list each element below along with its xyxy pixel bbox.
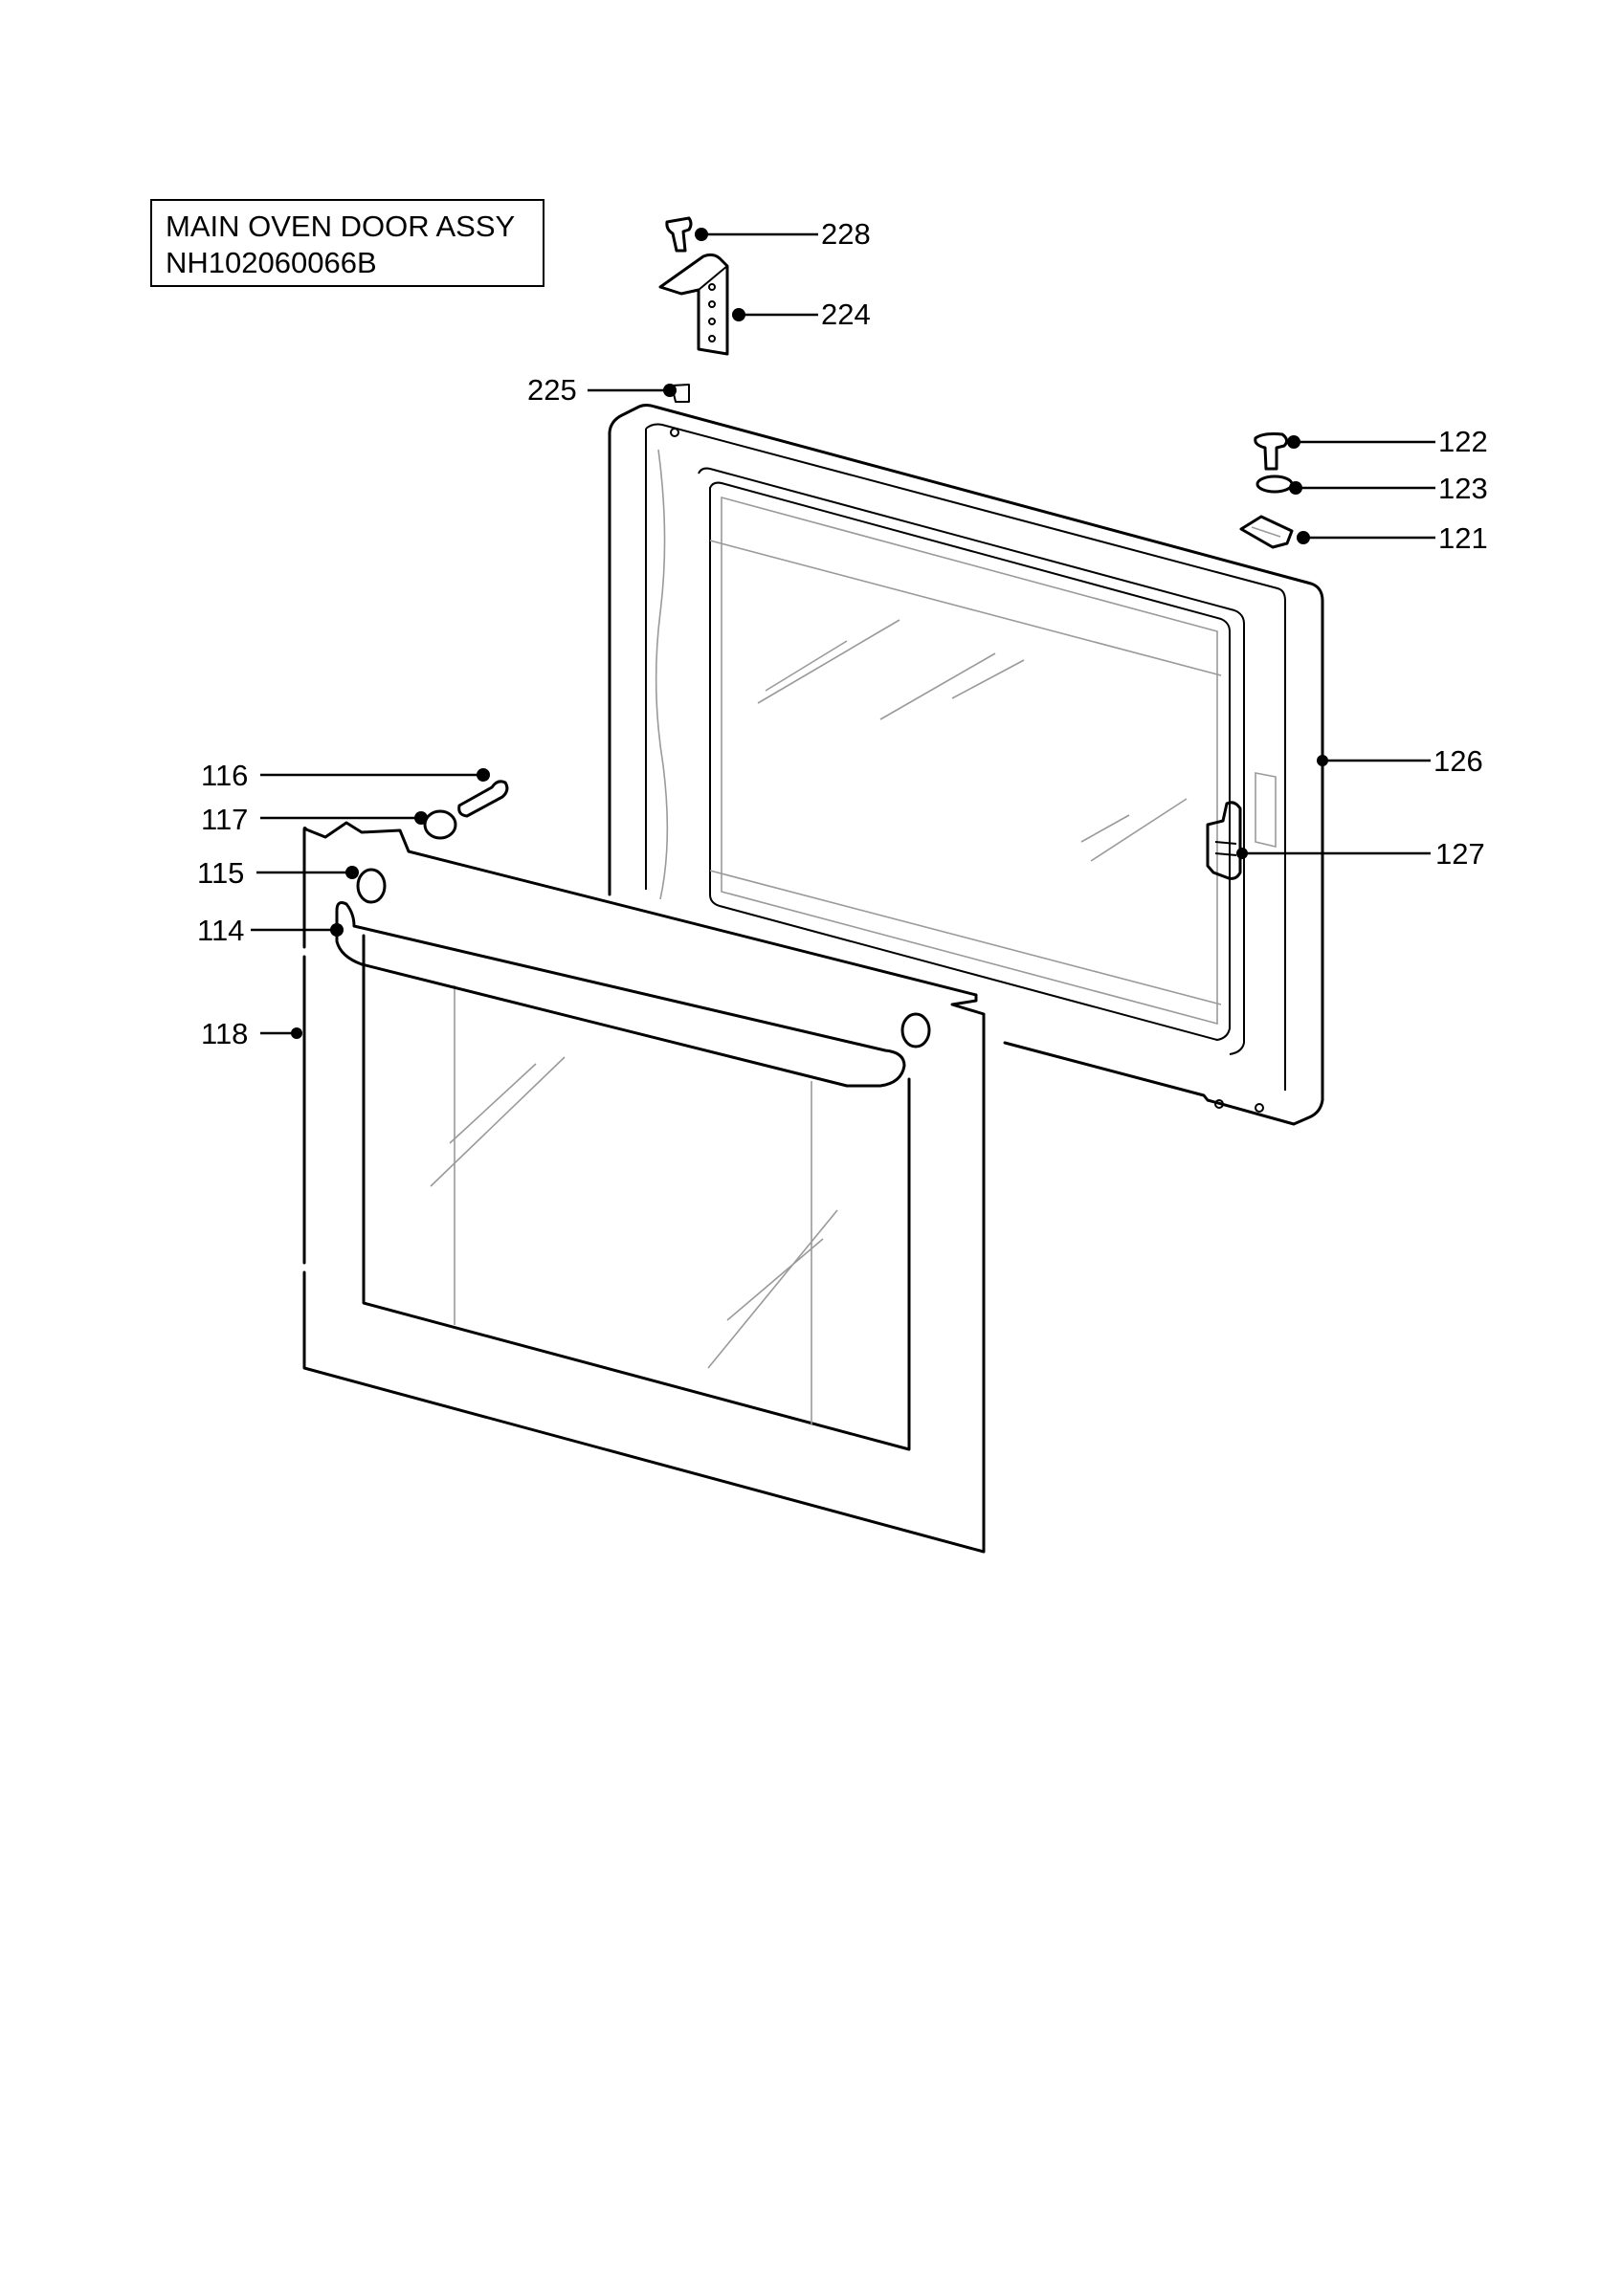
assembly-name: MAIN OVEN DOOR ASSY (166, 210, 516, 243)
hinge-bracket (658, 253, 729, 356)
callout-123: 123 (1438, 472, 1488, 505)
inner-door-panel (608, 404, 1324, 1126)
callout-labels: 228 224 225 122 123 121 126 127 116 117 … (197, 217, 1488, 1050)
outer-door-panel (302, 821, 986, 1554)
hinge-screw (665, 216, 693, 253)
handle-screw (457, 780, 509, 818)
latch-screw (1254, 432, 1289, 471)
callout-225: 225 (527, 373, 577, 407)
latch-clip (1239, 515, 1294, 549)
callout-114: 114 (197, 914, 244, 947)
callout-224: 224 (821, 298, 871, 331)
callout-122: 122 (1438, 425, 1488, 458)
callout-leaders (251, 228, 1435, 1039)
assembly-part-number: NH102060066B (166, 246, 377, 279)
handle-end-cap (356, 868, 931, 1049)
callout-127: 127 (1435, 837, 1485, 871)
callout-116: 116 (201, 759, 248, 792)
callout-117: 117 (201, 803, 248, 836)
door-catch (1206, 801, 1242, 880)
callout-115: 115 (197, 856, 244, 890)
latch-washer (1255, 475, 1294, 494)
handle-spacer (423, 809, 457, 840)
hinge-bush (671, 384, 690, 403)
door-handle (335, 901, 906, 1088)
callout-118: 118 (201, 1017, 248, 1050)
callout-228: 228 (821, 217, 871, 251)
callout-121: 121 (1438, 521, 1488, 555)
assembly-title-box: MAIN OVEN DOOR ASSY NH102060066B (150, 199, 544, 287)
callout-126: 126 (1433, 744, 1483, 778)
